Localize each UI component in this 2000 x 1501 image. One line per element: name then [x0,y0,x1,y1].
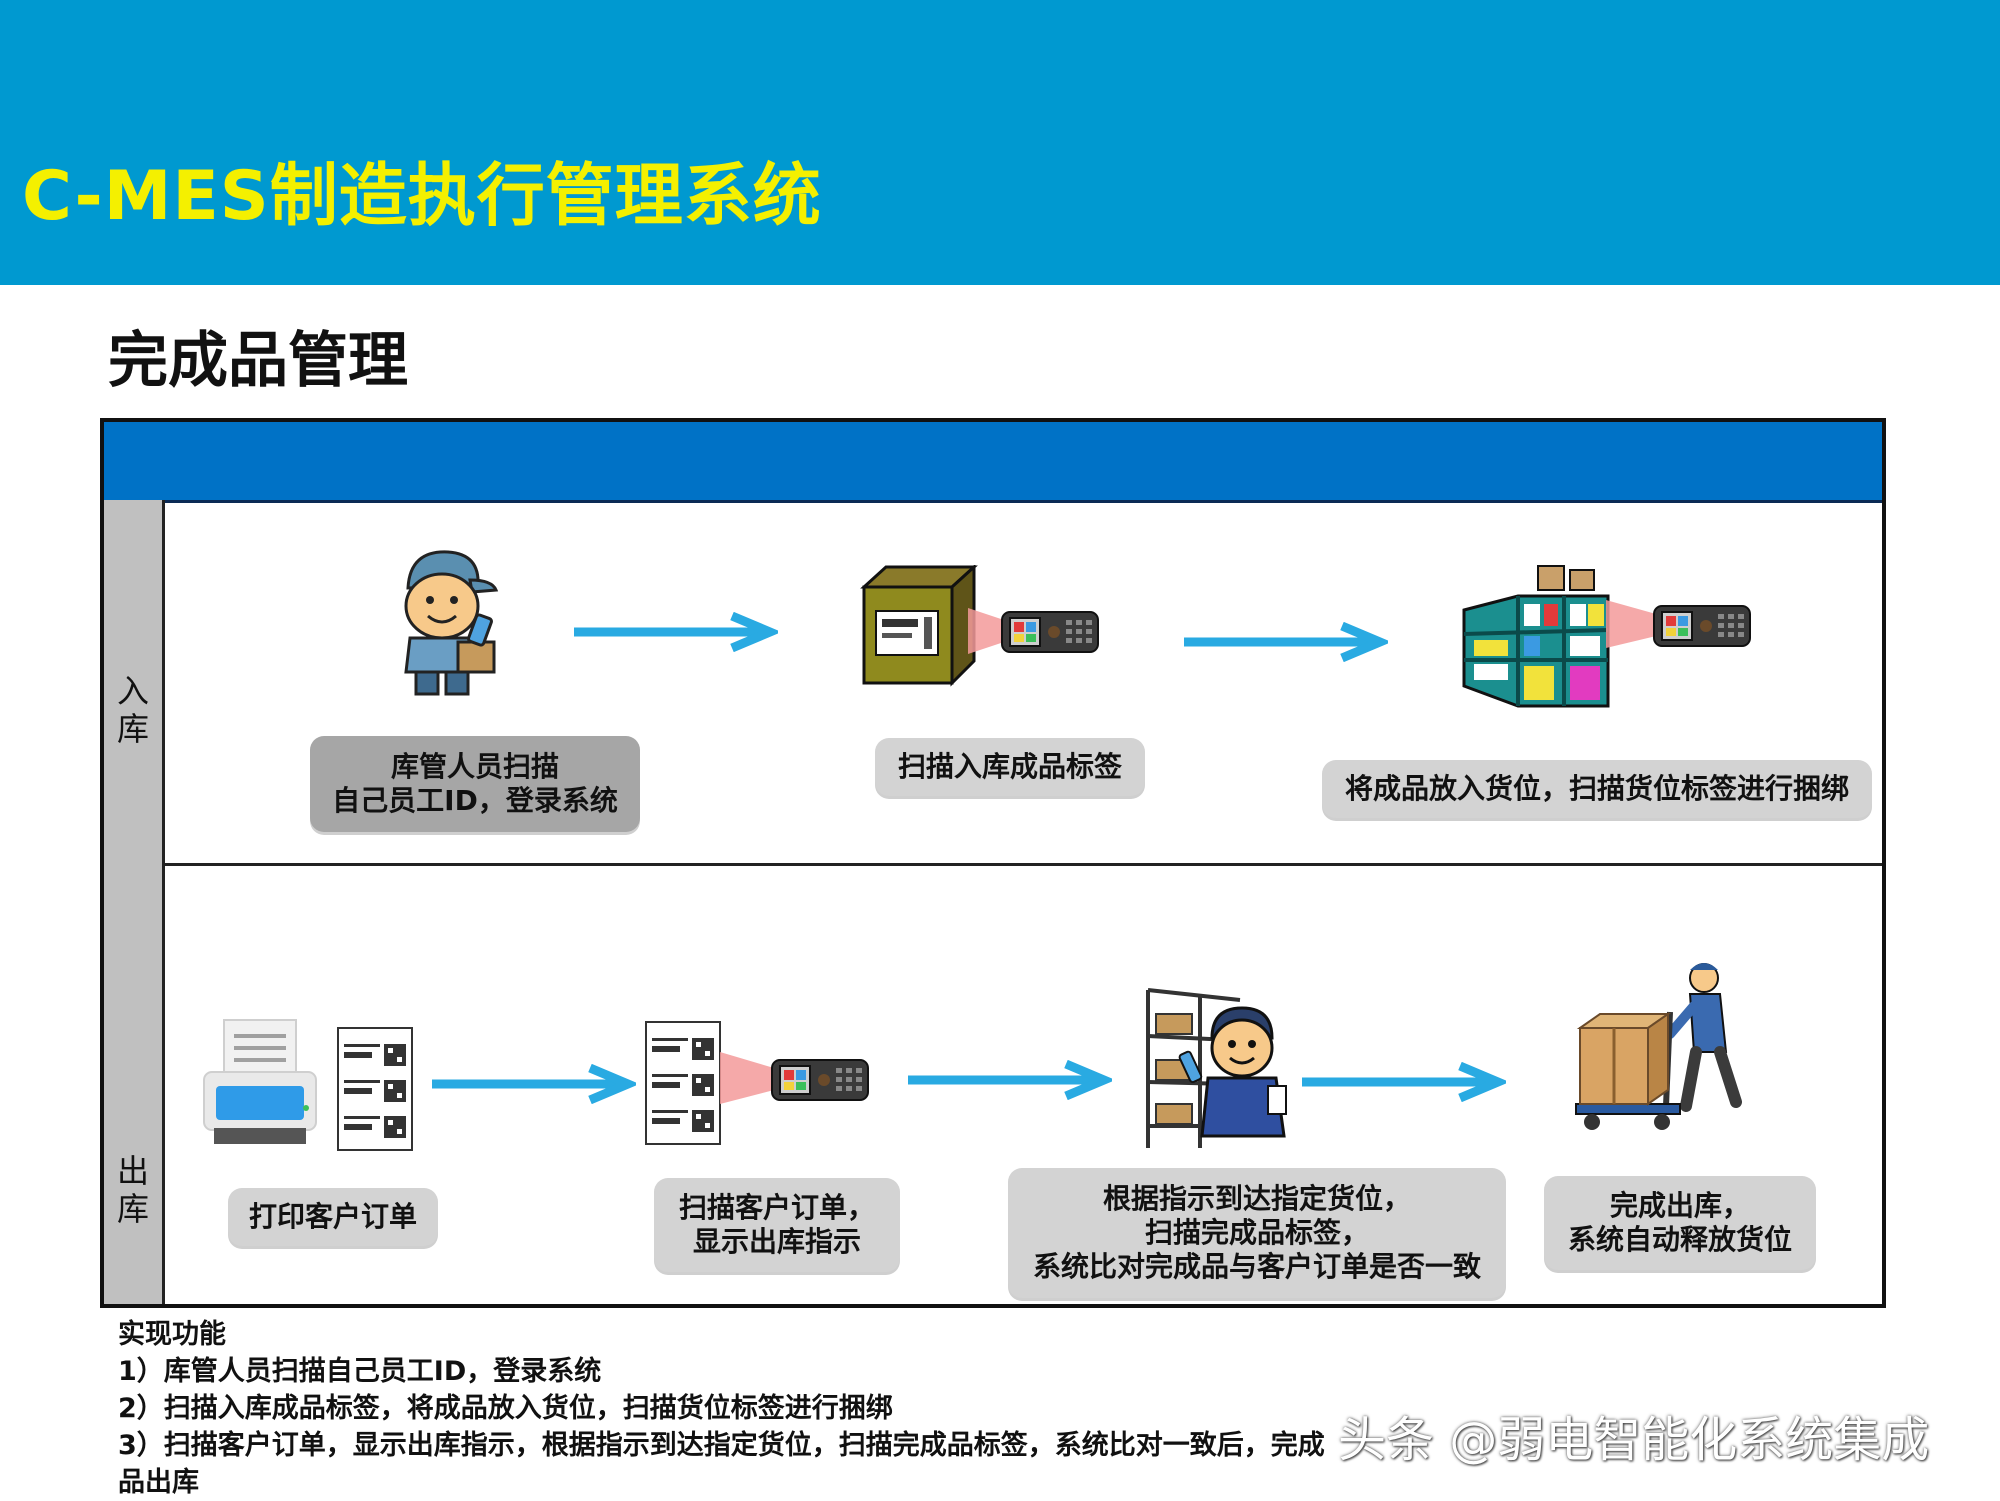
box-with-label-icon [860,565,978,687]
notes-line-3: 3）扫描客户订单，显示出库指示，根据指示到达指定货位，扫描完成品标签，系统比对一… [118,1430,1325,1461]
handheld-scanner-icon [720,1052,869,1104]
printer-icon [203,1019,317,1144]
cart-worker-icon [1575,963,1742,1130]
arrow-right-icon [432,1064,636,1104]
outbound-step-3: 根据指示到达指定货位， 扫描完成品标签， 系统比对完成品与客户订单是否一致 [1008,1168,1506,1298]
feature-notes: 实现功能 1）库管人员扫描自己员工ID，登录系统 2）扫描入库成品标签，将成品放入货… [118,1316,1325,1501]
top-banner [0,0,2000,285]
arrow-right-icon [908,1060,1112,1100]
inbound-step-2: 扫描入库成品标签 [875,738,1145,796]
arrow-right-icon [1184,622,1388,662]
row-label-outbound: 出 库 [116,1152,149,1228]
worker-with-scanner-icon [404,550,499,696]
outbound-step-2: 扫描客户订单， 显示出库指示 [654,1178,900,1272]
notes-line-2: 2）扫描入库成品标签，将成品放入货位，扫描货位标签进行捆绑 [118,1393,893,1424]
worker-at-shelf-icon [1146,988,1287,1148]
notes-line-1: 1）库管人员扫描自己员工ID，登录系统 [118,1356,602,1387]
notes-line-4: 品出库 [118,1467,199,1498]
handheld-scanner-icon [968,608,1099,654]
row-label-inbound: 入 库 [116,672,149,748]
order-sheet-icon [337,1027,413,1151]
arrow-right-icon [574,612,778,652]
notes-heading: 实现功能 [118,1319,226,1350]
row-label-column [104,500,165,1304]
row-divider [162,863,1886,866]
page-subtitle: 完成品管理 [108,326,408,396]
frame-header-bar [104,422,1882,503]
process-frame [100,418,1886,1308]
inbound-step-3: 将成品放入货位，扫描货位标签进行捆绑 [1322,760,1872,818]
warehouse-shelf-icon [1462,565,1610,708]
arrow-right-icon [1302,1062,1506,1102]
watermark: 头条 @弱电智能化系统集成 [1338,1412,1930,1468]
outbound-step-1: 打印客户订单 [228,1188,438,1246]
banner-title: C-MES制造执行管理系统 [22,157,822,236]
outbound-step-4: 完成出库， 系统自动释放货位 [1544,1176,1816,1270]
inbound-step-1: 库管人员扫描 自己员工ID，登录系统 [310,736,640,832]
order-sheet-icon [645,1021,721,1145]
handheld-scanner-icon [1606,600,1751,648]
